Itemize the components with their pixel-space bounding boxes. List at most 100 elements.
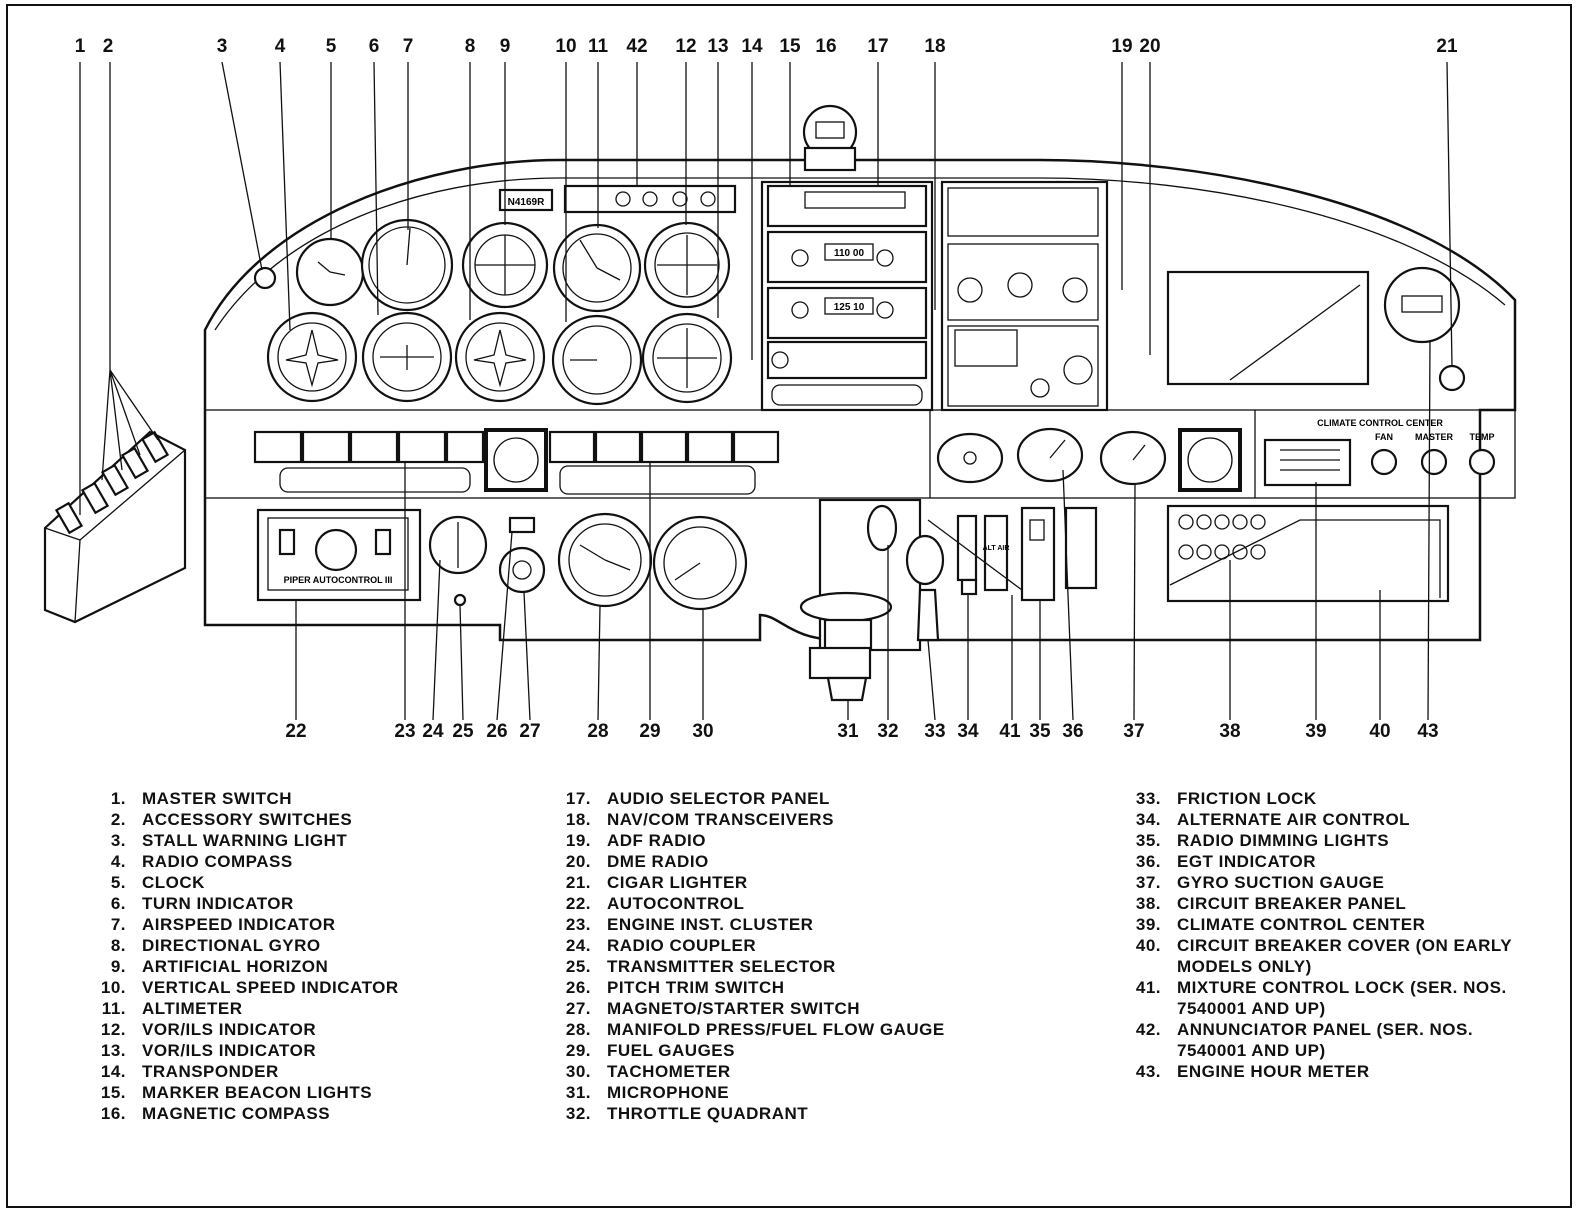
legend-number: 3. [110, 831, 126, 850]
panel-outline [203, 158, 1517, 642]
legend-text: MARKER BEACON LIGHTS [142, 1083, 373, 1102]
callout-14: 14 [741, 36, 763, 57]
legend-item: 29.FUEL GAUGES [545, 1040, 1015, 1061]
dme-radio [947, 325, 1099, 407]
legend-item: 36.EGT INDICATOR [1115, 851, 1535, 872]
temp-label: TEMP [1469, 432, 1494, 442]
legend-number: 33. [1135, 789, 1161, 808]
legend-item: 30.TACHOMETER [545, 1061, 1015, 1082]
altimeter [552, 223, 642, 313]
legend-number: 13. [100, 1041, 126, 1060]
egt-indicator [1016, 427, 1084, 483]
legend-text: FRICTION LOCK [1177, 789, 1317, 808]
legend-item: 42.ANNUNCIATOR PANEL (SER. NOS. 7540001 … [1115, 1019, 1535, 1061]
climate-control-center: CLIMATE CONTROL CENTER FAN MASTER TEMP [1263, 418, 1496, 487]
callout-8: 8 [465, 36, 476, 57]
legend-text: ACCESSORY SWITCHES [142, 810, 353, 829]
magnetic-compass [802, 104, 858, 172]
legend-number: 18. [565, 810, 591, 829]
fuel-gauges [548, 430, 780, 495]
callout-18: 18 [924, 36, 945, 57]
callout-21: 21 [1436, 36, 1458, 57]
legend-item: 35. RADIO DIMMING LIGHTS [1115, 830, 1535, 851]
legend-text: ARTIFICIAL HORIZON [142, 957, 329, 976]
radio-compass [266, 311, 358, 403]
legend-item: 40. CIRCUIT BREAKER COVER (ON EARLY MODEL… [1115, 935, 1535, 977]
legend-text: CIRCUIT BREAKER PANEL [1177, 894, 1407, 913]
directional-gyro [454, 311, 546, 403]
callout-10: 10 [555, 36, 576, 57]
legend-item: 7.AIRSPEED INDICATOR [80, 914, 480, 935]
legend-text: EGT INDICATOR [1177, 852, 1317, 871]
vertical-speed-indicator [551, 314, 643, 406]
callout-27: 27 [519, 721, 540, 742]
callout-41: 41 [999, 721, 1021, 742]
alt-air-label: ALT AIR [983, 545, 1010, 552]
legend-item: 26. PITCH TRIM SWITCH [545, 977, 1015, 998]
legend-text: CIRCUIT BREAKER COVER (ON EARLY MODELS O… [1177, 936, 1512, 976]
legend-item: 25.TRANSMITTER SELECTOR [545, 956, 1015, 977]
climate-title: CLIMATE CONTROL CENTER [1317, 418, 1443, 428]
legend-item: 8.DIRECTIONAL GYRO [80, 935, 480, 956]
legend-text: AUTOCONTROL [607, 894, 745, 913]
legend-text: RADIO COMPASS [142, 852, 293, 871]
callout-36: 36 [1062, 721, 1083, 742]
subpanel-warning-square [1178, 428, 1242, 492]
legend-item: 22.AUTOCONTROL [545, 893, 1015, 914]
legend-item: 27.MAGNETO/STARTER SWITCH [545, 998, 1015, 1019]
legend-text: MIXTURE CONTROL LOCK (SER. NOS. 7540001 … [1177, 978, 1507, 1018]
warning-light-square [484, 428, 548, 492]
callout-19: 19 [1111, 36, 1132, 57]
legend-text: VERTICAL SPEED INDICATOR [142, 978, 399, 997]
legend-text: MAGNETO/STARTER SWITCH [607, 999, 861, 1018]
legend-text: NAV/COM TRANSCEIVERS [607, 810, 834, 829]
glare-shield [214, 177, 1506, 331]
legend-number: 43. [1135, 1062, 1161, 1081]
legend-number: 35. [1135, 831, 1161, 850]
legend-text: MICROPHONE [607, 1083, 730, 1102]
legend-item: 18. NAV/COM TRANSCEIVERS [545, 809, 1015, 830]
legend-number: 1. [110, 789, 126, 808]
callout-24: 24 [422, 721, 444, 742]
vor-ils-indicator-upper [643, 221, 731, 309]
callout-32: 32 [877, 721, 898, 742]
callout-4: 4 [275, 36, 286, 57]
switch-panel [43, 430, 187, 624]
legend-number: 32. [565, 1104, 591, 1123]
legend-text: VOR/ILS INDICATOR [142, 1020, 317, 1039]
pitch-trim-switch [508, 516, 536, 534]
legend-item: 38.CIRCUIT BREAKER PANEL [1115, 893, 1535, 914]
engine-instrument-cluster [253, 430, 485, 493]
legend-text: STALL WARNING LIGHT [142, 831, 348, 850]
nav-com-1 [766, 230, 928, 284]
radio-coupler [428, 515, 488, 575]
legend-item: 11.ALTIMETER [80, 998, 480, 1019]
legend-text: MANIFOLD PRESS/FUEL FLOW GAUGE [607, 1020, 945, 1039]
legend-text: THROTTLE QUADRANT [607, 1104, 809, 1123]
fan-label: FAN [1375, 432, 1393, 442]
legend-number: 24. [565, 936, 591, 955]
legend-text: RADIO DIMMING LIGHTS [1177, 831, 1390, 850]
callout-6: 6 [369, 36, 380, 57]
gyro-suction-gauge [1099, 430, 1167, 486]
airspeed-indicator [360, 218, 454, 312]
radio-dimming-lights [1020, 506, 1098, 602]
callout-26: 26 [486, 721, 507, 742]
legend-text: PITCH TRIM SWITCH [607, 978, 785, 997]
legend-number: 26. [565, 978, 591, 997]
legend-number: 40. [1135, 936, 1161, 955]
microphone [799, 591, 893, 702]
legend-text: VOR/ILS INDICATOR [142, 1041, 317, 1060]
legend-text: TACHOMETER [607, 1062, 731, 1081]
legend-item: 16.MAGNETIC COMPASS [80, 1103, 480, 1124]
legend-number: 25. [565, 957, 591, 976]
instrument-panel-diagram: N4169R 110 00 125 10 [43, 36, 1517, 742]
tail-number-plate [498, 188, 554, 212]
legend-item: 28.MANIFOLD PRESS/FUEL FLOW GAUGE [545, 1019, 1015, 1040]
callout-40: 40 [1369, 721, 1390, 742]
legend-item: 4.RADIO COMPASS [80, 851, 480, 872]
legend-number: 34. [1135, 810, 1161, 829]
